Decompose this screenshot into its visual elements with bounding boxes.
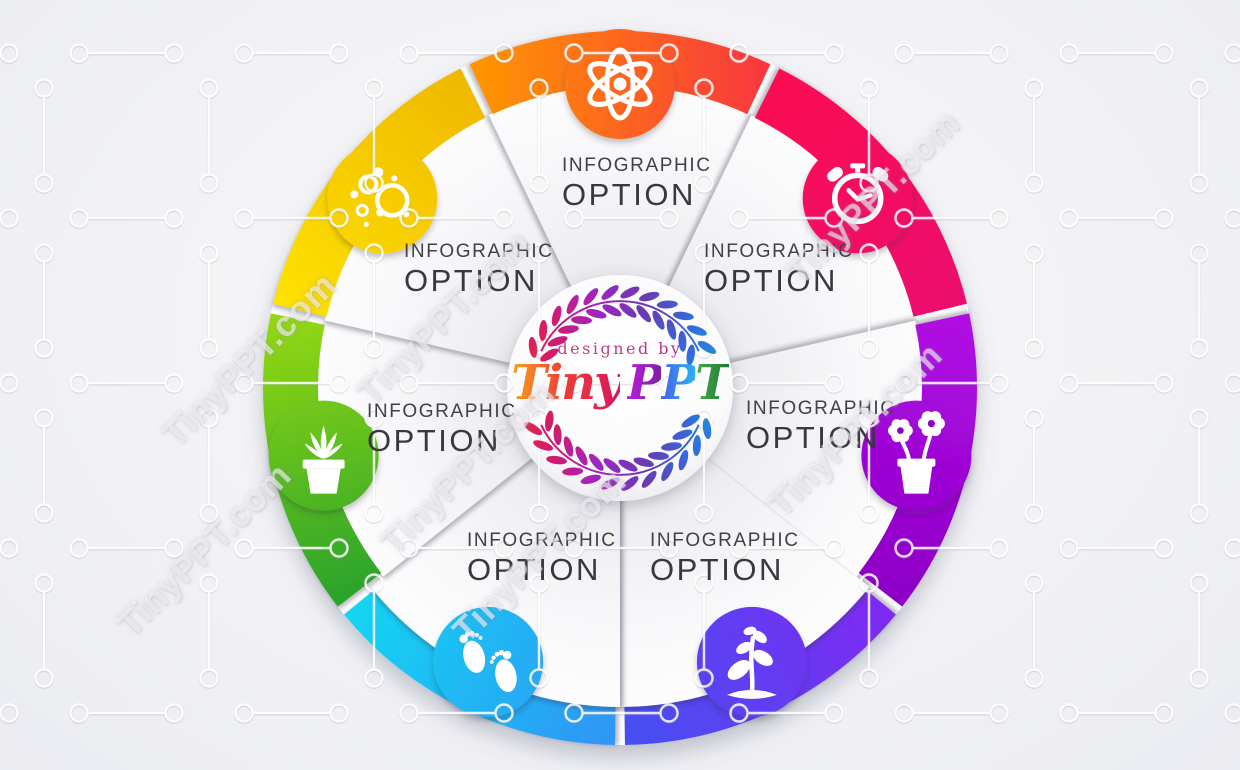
wheel-bulge-upper-left: [327, 143, 438, 254]
segment-label-right: INFOGRAPHIC OPTION: [746, 399, 896, 453]
segment-label-upper-right: INFOGRAPHIC OPTION: [704, 242, 854, 296]
logo-designed-by: designed by: [483, 339, 757, 358]
logo-brand-p1: P: [626, 355, 663, 411]
segment-label-left: INFOGRAPHIC OPTION: [367, 402, 517, 456]
segment-label-line1: INFOGRAPHIC: [467, 530, 617, 551]
segment-label-line2: OPTION: [746, 420, 880, 455]
wheel-bulge-right: [861, 400, 972, 511]
wheel-bulge-top: [565, 29, 675, 139]
sprout-icon: [726, 626, 777, 699]
segment-label-line1: INFOGRAPHIC: [562, 155, 712, 176]
laurel-wreath: [523, 285, 717, 491]
wheel-group: [263, 29, 977, 745]
wheel-bulge-lower-right: [696, 606, 807, 717]
segment-label-lower-right: INFOGRAPHIC OPTION: [650, 531, 800, 585]
footprints-icon: [459, 631, 517, 693]
atom-icon: [587, 47, 653, 121]
circuit-grid-decoration: [0, 43, 1240, 723]
segment-label-line2: OPTION: [467, 552, 601, 587]
segment-label-line1: INFOGRAPHIC: [746, 398, 896, 419]
logo-brand-tiny: Tiny: [511, 355, 622, 411]
segment-label-line1: INFOGRAPHIC: [650, 530, 800, 551]
segment-label-line2: OPTION: [562, 177, 696, 212]
segment-label-line1: INFOGRAPHIC: [704, 241, 854, 262]
bubbles-icon: [350, 167, 410, 227]
wheel-bulge-lower-left: [433, 606, 544, 717]
segment-label-line1: INFOGRAPHIC: [367, 401, 517, 422]
logo-brand-t: T: [695, 355, 731, 411]
segment-label-top: INFOGRAPHIC OPTION: [562, 156, 712, 210]
wheel-bulge-left: [268, 400, 379, 511]
segment-label-upper-left: INFOGRAPHIC OPTION: [404, 242, 554, 296]
segment-label-line2: OPTION: [650, 552, 784, 587]
logo-brand-p2: P: [661, 355, 697, 411]
segment-label-line2: OPTION: [404, 263, 538, 298]
segment-label-line2: OPTION: [704, 263, 838, 298]
succulent-pot-icon: [302, 425, 345, 494]
segment-label-line1: INFOGRAPHIC: [404, 241, 554, 262]
segment-label-lower-left: INFOGRAPHIC OPTION: [467, 531, 617, 585]
wheel-bulge-upper-right: [802, 143, 913, 254]
flower-pot-icon: [887, 411, 945, 494]
segment-label-line2: OPTION: [367, 423, 501, 458]
